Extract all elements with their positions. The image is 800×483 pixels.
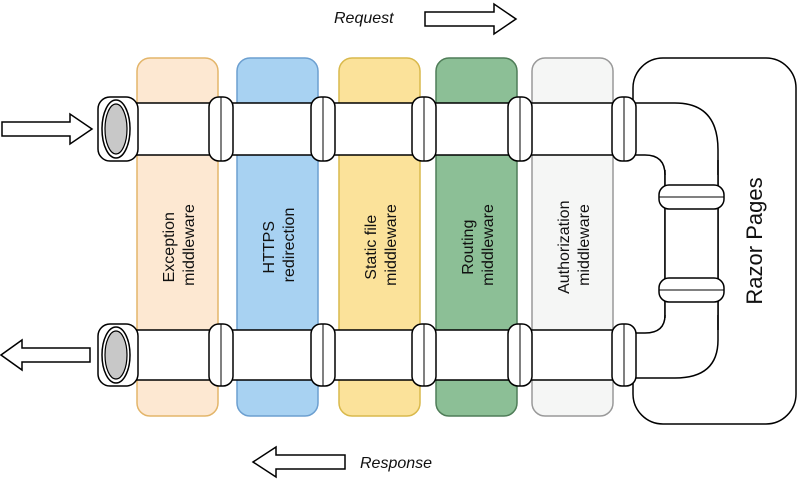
middleware-labels: Exception middleware HTTPS redirection S…: [161, 196, 593, 294]
request-pipe: [97, 96, 637, 162]
middleware-label-line1: Exception: [161, 212, 178, 282]
request-label: Request: [334, 10, 394, 27]
middleware-label-line2: middleware: [181, 204, 198, 286]
middleware-label-line1: Static file: [363, 215, 380, 280]
middleware-label-line2: middleware: [576, 204, 593, 286]
middleware-label-line2: middleware: [383, 204, 400, 286]
arrow-right-icon: [1, 112, 94, 146]
arrow-left-icon: [0, 338, 91, 372]
arrow-left-icon: [251, 445, 346, 479]
middleware-label: HTTPS redirection: [261, 208, 298, 283]
razor-pages-label: Razor Pages: [742, 177, 767, 304]
middleware-label-line1: Routing: [460, 220, 477, 275]
middleware-label: Exception middleware: [161, 204, 198, 286]
response-pipe-opening: [97, 323, 139, 387]
return-pipe: [625, 102, 725, 379]
pipe-joints-bottom: [208, 323, 637, 387]
middleware-label-line2: redirection: [281, 208, 298, 283]
middleware-label-line2: middleware: [480, 204, 497, 286]
middleware-label-line1: Authorization: [556, 201, 573, 294]
response-label: Response: [360, 455, 432, 472]
middleware-label: Static file middleware: [363, 204, 400, 286]
request-pipe-opening: [97, 96, 139, 162]
middleware-label-line1: HTTPS: [261, 221, 278, 273]
arrow-right-icon: [424, 2, 518, 36]
middleware-label: Authorization middleware: [556, 196, 593, 294]
middleware-label: Routing middleware: [460, 204, 497, 286]
pipe-joints-top: [208, 96, 637, 162]
response-pipe: [97, 323, 637, 387]
